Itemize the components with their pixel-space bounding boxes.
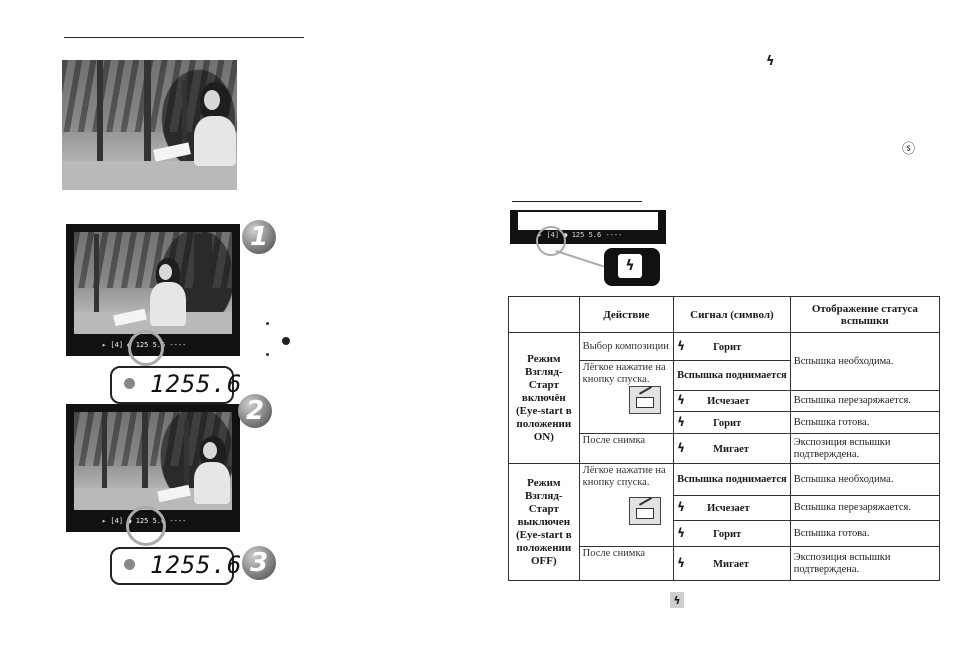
- flash-icon: ϟ: [673, 594, 681, 607]
- action-half-press-text: Лёгкое нажатие на кнопку спуска.: [582, 362, 666, 385]
- flash-icon: ϟ: [677, 338, 686, 353]
- header-status: Отображение статуса вспышки: [789, 296, 941, 333]
- table-row: ϟ Горит Вспышка готова.: [509, 411, 941, 434]
- right-section-rule: [512, 201, 642, 202]
- aperture-value: 5.6: [196, 551, 243, 579]
- flash-icon: ϟ: [677, 500, 686, 514]
- flash-icon: ϟ: [677, 393, 686, 407]
- table-row: Режим Взгляд-Старт включён (Eye-start в …: [508, 332, 941, 464]
- header-blank: [508, 296, 580, 333]
- mode-on-label: Режим Взгляд-Старт включён (Eye-start в …: [508, 332, 580, 464]
- focus-dot-icon: [124, 378, 135, 389]
- aperture-value: 5.6: [196, 370, 243, 398]
- table-row: После снимка ϟ Мигает Экспозиция вспышки …: [509, 433, 941, 464]
- status-needed: Вспышка необходима.: [789, 332, 941, 391]
- step-3-badge: 3: [242, 546, 276, 580]
- left-header-rule: [64, 37, 304, 38]
- flash-symbol-closeup: ϟ: [604, 248, 660, 286]
- signal-blinks: Мигает: [713, 558, 749, 570]
- lcd-readout-1: 125 5.6: [110, 366, 241, 404]
- shutter-speed-value: 125: [150, 551, 197, 579]
- step-1-badge: 1: [242, 220, 276, 254]
- step-2-badge: 2: [238, 394, 272, 428]
- flash-symbol-icon: ϟ: [766, 54, 775, 69]
- viewfinder-data-strip: ▸ [4] ● 125 5.6 ----: [102, 341, 187, 349]
- park-photo-scene: [62, 60, 237, 190]
- viewfinder-frame-1: ▸ [4] ● 125 5.6 ----: [66, 224, 240, 356]
- bullet-mark: [266, 353, 269, 356]
- action-half-press: Лёгкое нажатие на кнопку спуска.: [578, 360, 675, 434]
- status-recharging: Вспышка перезаряжается.: [789, 390, 941, 412]
- table-row: ϟ Горит Вспышка готова.: [509, 520, 941, 547]
- display-highlight-circle: [126, 506, 166, 546]
- table-row: Лёгкое нажатие на кнопку спуска. Вспышка…: [509, 360, 940, 434]
- status-ready: Вспышка готова.: [789, 520, 941, 547]
- viewfinder-image-2: [74, 412, 232, 510]
- signal-lit: Горит: [713, 341, 742, 353]
- flash-symbol-highlight-circle: [536, 226, 566, 256]
- mode-off-label: Режим Взгляд-Старт выключен (Eye-start в…: [508, 463, 580, 581]
- status-confirmed: Экспозиция вспышки подтверждена.: [789, 546, 941, 581]
- table-row: Режим Взгляд-Старт выключен (Eye-start в…: [508, 463, 941, 581]
- flash-status-table: Действие Сигнал (символ) Отображение ста…: [508, 296, 941, 581]
- header-action: Действие: [578, 296, 675, 333]
- table-row: ϟ Исчезает Вспышка перезаряжается.: [509, 390, 941, 412]
- signal-lit: Горит: [713, 417, 742, 429]
- signal-rises: Вспышка поднимается: [673, 463, 791, 496]
- bullet-mark: [266, 322, 269, 325]
- action-half-press: Лёгкое нажатие на кнопку спуска.: [578, 463, 675, 547]
- status-ready: Вспышка готова.: [789, 411, 941, 434]
- flash-icon: ϟ: [677, 555, 686, 570]
- flash-off-symbol-icon: ⓢ: [902, 142, 916, 157]
- table-row: ϟ Исчезает Вспышка перезаряжается.: [509, 495, 941, 521]
- viewfinder-data-strip: ▸ [4] ● 125 5.6 ----: [102, 517, 187, 525]
- flash-symbol-box: ϟ: [670, 592, 684, 608]
- flash-icon: ϟ: [677, 440, 686, 455]
- signal-rises: Вспышка поднимается: [673, 360, 791, 391]
- action-after-shot: После снимка: [578, 546, 675, 581]
- signal-blinks: Мигает: [713, 443, 749, 455]
- viewfinder-frame-2: ▸ [4] ● 125 5.6 ----: [66, 404, 240, 532]
- action-after-shot: После снимка: [578, 433, 675, 464]
- shutter-button-icon: [628, 497, 661, 525]
- viewfinder-image-1: [74, 232, 232, 334]
- viewfinder-bar-illustration: ▸ [4] ● 125 5.6 ----: [510, 210, 666, 244]
- focus-indicator-icon: [282, 337, 290, 345]
- action-compose: Выбор композиции: [578, 332, 675, 361]
- flash-icon: ϟ: [677, 414, 686, 429]
- flash-icon: ϟ: [625, 258, 635, 274]
- table-row: После снимка ϟ Мигает Экспозиция вспышки …: [509, 546, 941, 581]
- signal-disappears: Исчезает: [707, 503, 750, 514]
- flash-icon: ϟ: [677, 525, 686, 540]
- status-needed: Вспышка необходима.: [789, 463, 941, 496]
- status-confirmed: Экспозиция вспышки подтверждена.: [789, 433, 941, 464]
- display-highlight-circle: [128, 330, 164, 366]
- action-half-press-text: Лёгкое нажатие на кнопку спуска.: [582, 465, 666, 488]
- focus-dot-icon: [124, 559, 135, 570]
- status-recharging: Вспышка перезаряжается.: [789, 495, 941, 521]
- signal-lit: Горит: [713, 528, 742, 540]
- shutter-button-icon: [628, 386, 661, 414]
- header-signal: Сигнал (символ): [673, 296, 791, 333]
- viewfinder-bar-readout: ▸ [4] ● 125 5.6 ----: [538, 231, 623, 239]
- lcd-readout-2: 125 5.6: [110, 547, 241, 585]
- signal-disappears: Исчезает: [707, 396, 750, 407]
- zoom-connector-line: [555, 250, 604, 268]
- table-header-row: Действие Сигнал (символ) Отображение ста…: [508, 296, 941, 333]
- shutter-speed-value: 125: [150, 370, 197, 398]
